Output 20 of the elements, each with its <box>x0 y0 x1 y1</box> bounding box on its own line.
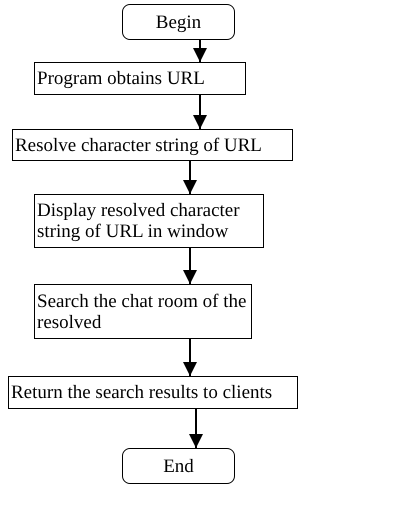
box-label: Begin <box>156 12 202 32</box>
arrow <box>193 40 207 62</box>
arrow <box>189 409 203 448</box>
box-label: Program obtains URL <box>37 68 205 89</box>
process-box <box>34 62 246 95</box>
box-label: Display resolved character string of URL in window <box>37 200 241 242</box>
terminal-box <box>122 4 235 40</box>
box-label: Return the search results to clients <box>11 382 272 403</box>
arrow <box>193 95 207 129</box>
arrow <box>183 248 197 284</box>
terminal-box <box>122 448 235 484</box>
arrow <box>183 339 197 376</box>
process-box <box>12 129 293 161</box>
process-box <box>8 376 298 409</box>
box-label: End <box>163 456 194 476</box>
process-box <box>34 284 252 339</box>
arrow <box>183 161 197 194</box>
process-box <box>34 194 264 248</box>
box-label: Resolve character string of URL <box>15 134 262 156</box>
box-label: Search the chat room of the resolved <box>37 290 248 332</box>
